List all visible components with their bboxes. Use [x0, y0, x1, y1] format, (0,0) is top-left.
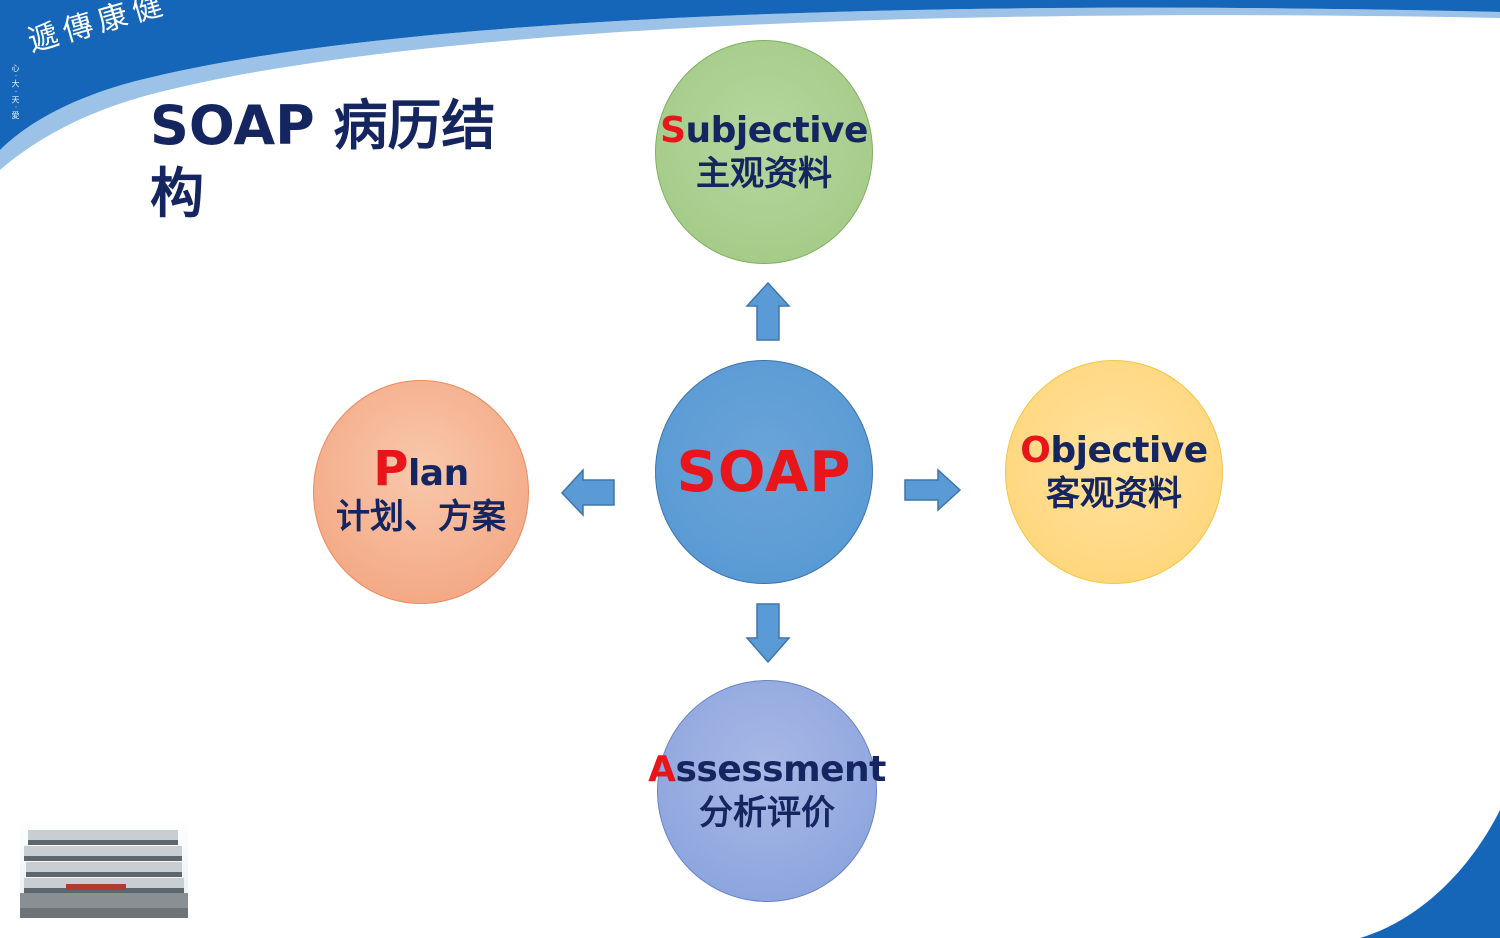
arrow-left [560, 468, 615, 517]
node-plan-initial: P [373, 440, 408, 497]
footer-swoosh-decoration [1360, 810, 1500, 938]
node-subjective-initial: S [660, 110, 686, 151]
node-objective: Objective 客观资料 [1005, 360, 1223, 584]
node-plan: Plan 计划、方案 [313, 380, 529, 604]
node-assessment-rest: ssessment [675, 749, 886, 790]
center-node-soap: SOAP [655, 360, 873, 584]
node-objective-rest: bjective [1050, 430, 1208, 471]
node-assessment-title: Assessment [648, 748, 886, 792]
node-subjective-zh: 主观资料 [696, 154, 832, 194]
node-plan-rest: lan [407, 452, 469, 494]
node-subjective-rest: ubjective [685, 110, 869, 151]
arrow-up [745, 281, 791, 341]
node-assessment: Assessment 分析评价 [648, 680, 886, 902]
node-subjective: Subjective 主观资料 [655, 40, 873, 264]
arrow-right [904, 468, 962, 512]
node-objective-title: Objective [1020, 429, 1208, 473]
node-assessment-zh: 分析评价 [699, 793, 835, 833]
brand-tagline: 心 · 大 · 天 · 愛 [11, 64, 20, 119]
node-plan-title: Plan [373, 445, 469, 496]
arrow-down [745, 603, 791, 664]
slide-title: SOAP 病历结构 [150, 94, 496, 225]
center-node-label: SOAP [676, 439, 852, 505]
node-objective-zh: 客观资料 [1046, 474, 1182, 514]
node-assessment-initial: A [648, 749, 676, 790]
node-plan-zh: 计划、方案 [336, 496, 506, 537]
node-objective-initial: O [1020, 430, 1051, 471]
hospital-building-image [20, 818, 188, 918]
node-subjective-title: Subjective [660, 109, 868, 153]
